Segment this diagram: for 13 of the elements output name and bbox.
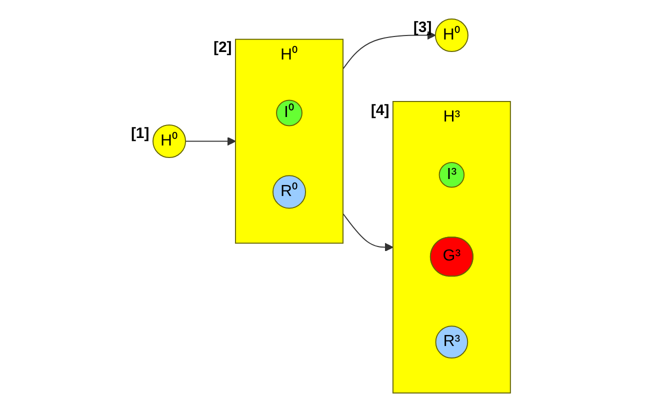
arrow [342,213,394,252]
node-circle: R⁰ [272,175,306,209]
step-number: [1] [130,124,150,142]
step-number: [3] [413,18,432,36]
node-circle: H⁰ [435,18,469,52]
node-circle: I³ [439,162,465,188]
node-circle: H⁰ [152,124,186,158]
step-number: [2] [213,39,232,56]
arrow [185,136,236,146]
node-circle: I⁰ [276,100,303,126]
step-number: [4] [370,102,390,118]
arrow [342,30,436,70]
node-circle: R³ [436,326,468,358]
